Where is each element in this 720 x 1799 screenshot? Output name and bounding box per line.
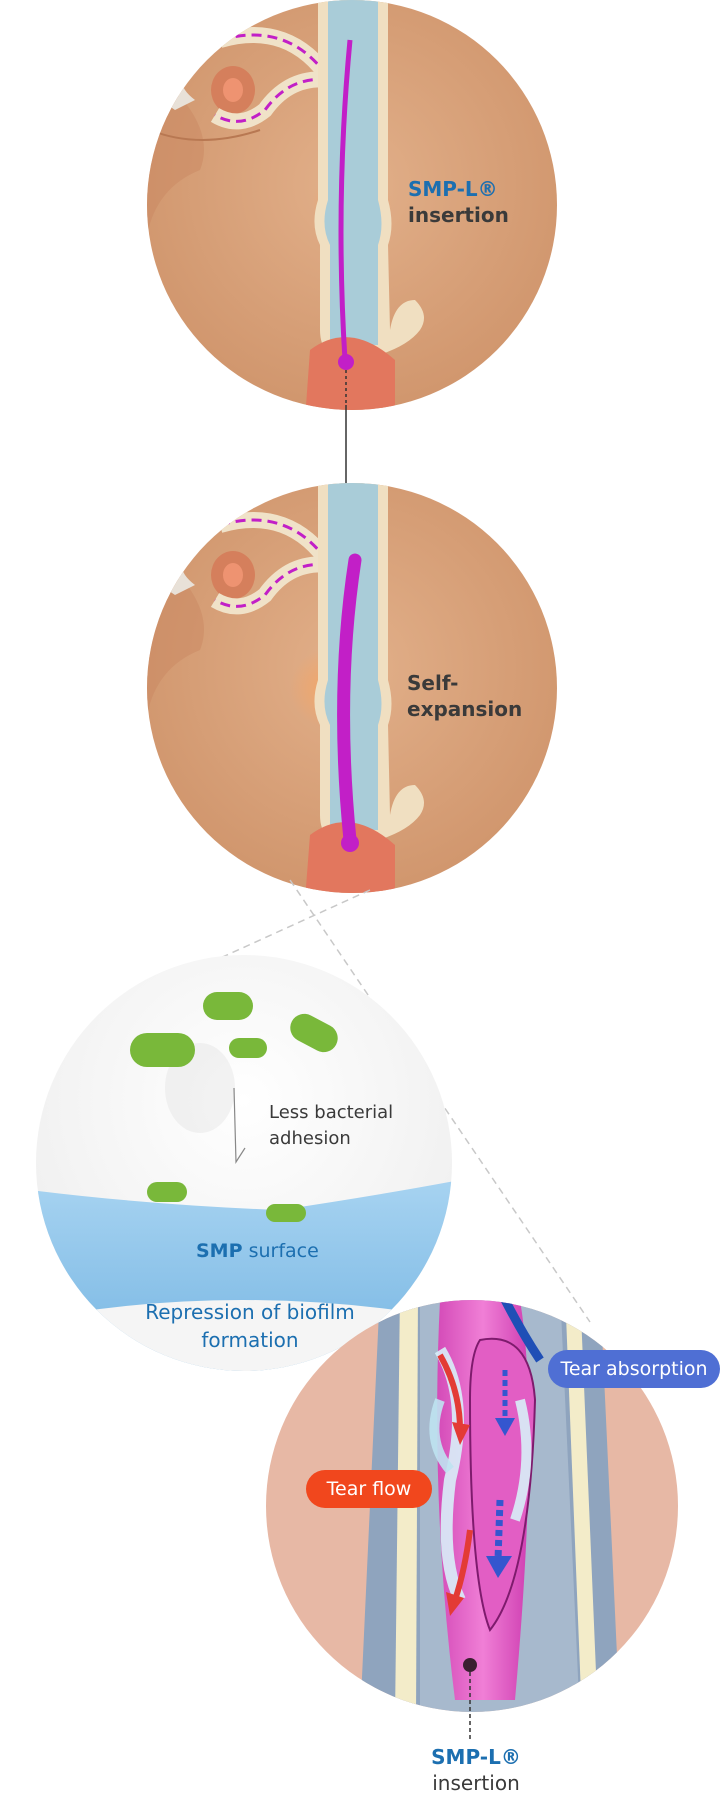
note-line2: adhesion: [269, 1128, 351, 1149]
smp-surface-word: surface: [248, 1240, 319, 1262]
panel-1-brand: SMP-L®: [408, 177, 498, 201]
projection-line: [149, 889, 371, 991]
note-line1: Less bacterial: [269, 1102, 394, 1123]
panel-1-illustration: [147, 0, 557, 410]
tear-absorption-badge: Tear absorption: [548, 1350, 720, 1388]
tear-flow-badge: Tear flow: [306, 1470, 432, 1508]
panel-4-brand: SMP-L®: [431, 1745, 521, 1769]
smp-surface-brand: SMP: [196, 1240, 243, 1262]
panel-2-line2: expansion: [407, 697, 523, 721]
caption-line2: formation: [201, 1328, 299, 1352]
panel-2-line1: Self-: [407, 671, 459, 695]
panel-1-action: insertion: [408, 203, 509, 227]
panel-4-illustration: [266, 1300, 678, 1742]
biofilm-caption: Repression of biofilm formation: [100, 1298, 400, 1354]
panel-4-action: insertion: [432, 1771, 520, 1795]
panel-2-label: Self- expansion: [407, 670, 522, 722]
bacteria-cluster: [130, 992, 338, 1222]
caption-line1: Repression of biofilm: [145, 1300, 355, 1324]
smp-surface-label: SMP surface: [196, 1238, 319, 1264]
adhesion-pointer: [233, 1087, 246, 1164]
bacterial-adhesion-note: Less bacterial adhesion: [269, 1100, 393, 1152]
panel-2-illustration: [147, 483, 557, 893]
panel-4-label: SMP-L® insertion: [406, 1744, 546, 1796]
panel-1-label: SMP-L® insertion: [408, 176, 509, 228]
